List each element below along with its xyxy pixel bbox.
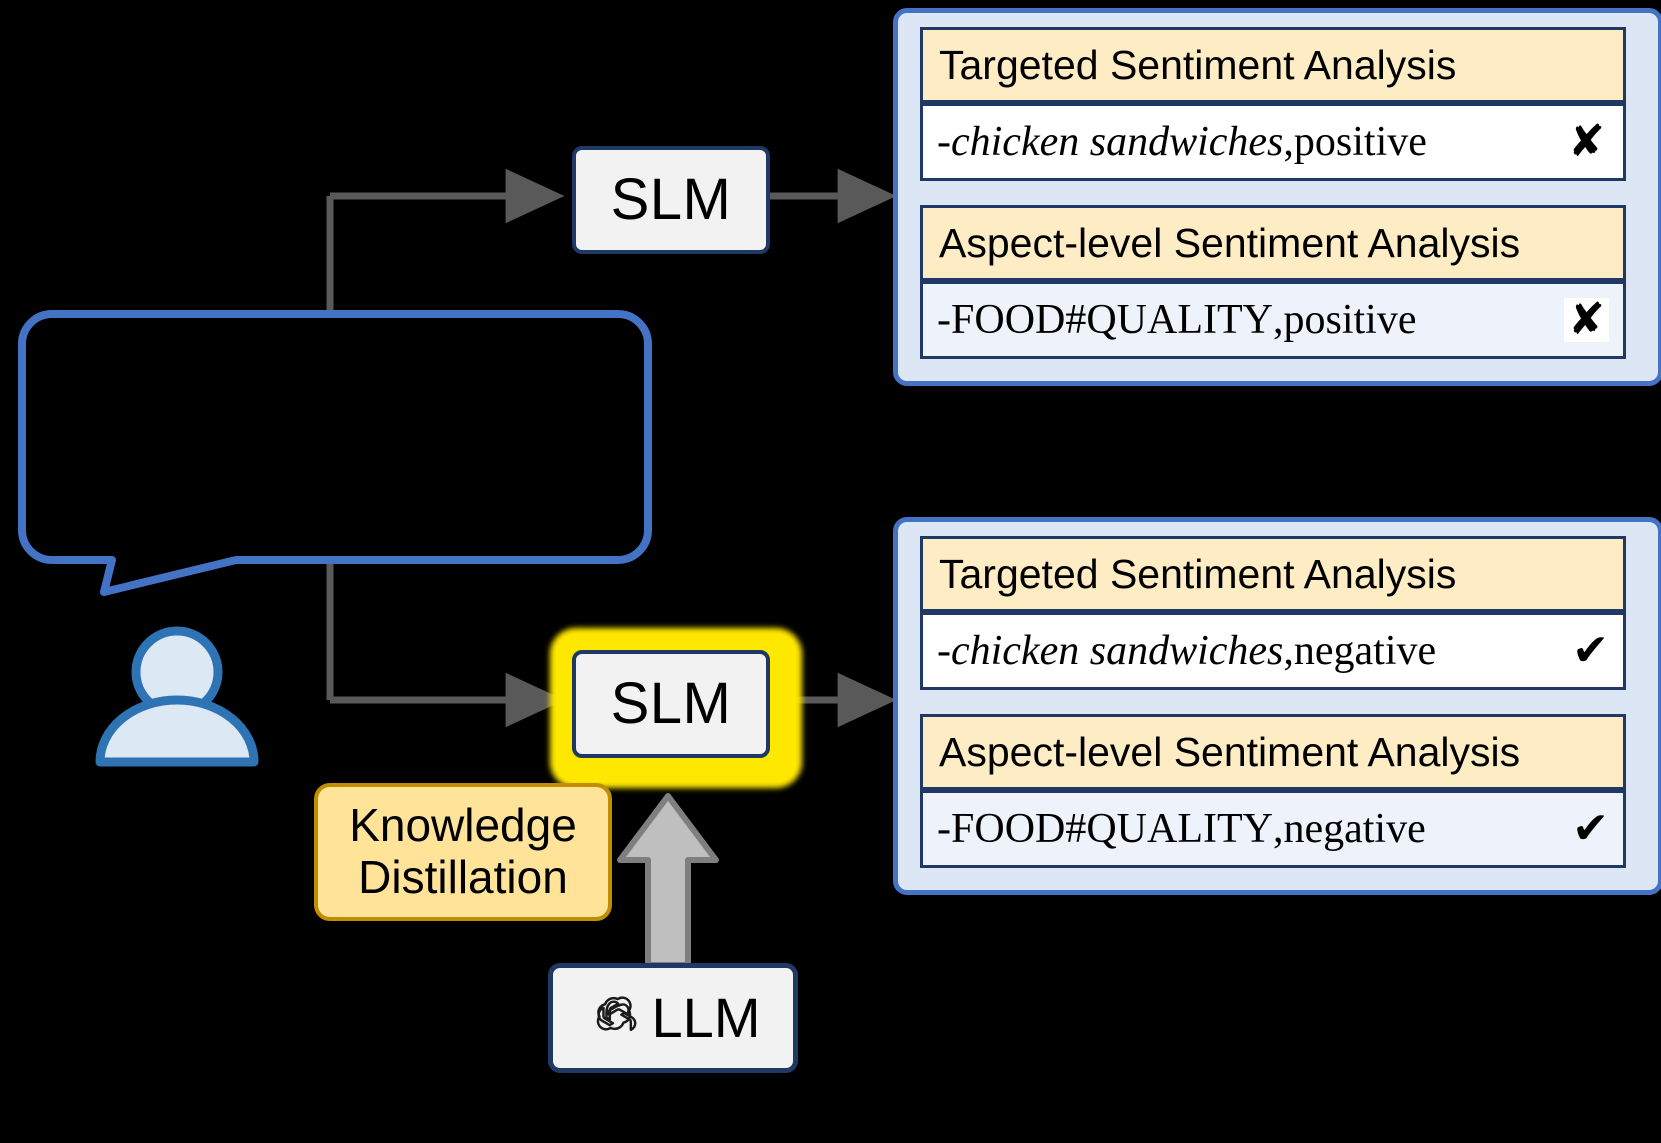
user-avatar bbox=[95, 626, 259, 767]
correct-mark-icon: ✔ bbox=[1572, 625, 1609, 676]
knowledge-distillation-box[interactable]: Knowledge Distillation bbox=[314, 783, 612, 921]
wrong-mark-icon: ✘ bbox=[1564, 120, 1609, 164]
sentiment-value: negative bbox=[1283, 806, 1426, 852]
bullet-prefix: - bbox=[937, 119, 951, 165]
task-header-label: Aspect-level Sentiment Analysis bbox=[939, 728, 1521, 775]
sentiment-value: positive bbox=[1283, 297, 1417, 343]
kd-line-2: Distillation bbox=[358, 851, 568, 903]
distillation-arrow bbox=[617, 793, 719, 968]
sentiment-value: negative bbox=[1293, 628, 1437, 674]
llm-label: LLM bbox=[651, 986, 761, 1049]
wrong-mark-icon: ✘ bbox=[1564, 298, 1609, 342]
correct-mark-icon: ✔ bbox=[1572, 803, 1609, 854]
separator: , bbox=[1272, 297, 1284, 343]
task-header-targeted-bottom: Targeted Sentiment Analysis bbox=[920, 536, 1626, 612]
speech-bubble bbox=[18, 310, 652, 596]
target-term: FOOD#QUALITY bbox=[951, 806, 1273, 852]
slm-label: SLM bbox=[610, 167, 732, 232]
slm-label: SLM bbox=[610, 671, 732, 736]
task-header-targeted-top: Targeted Sentiment Analysis bbox=[920, 27, 1626, 103]
separator: , bbox=[1283, 628, 1294, 674]
target-term: chicken sandwiches bbox=[951, 119, 1284, 165]
bullet-prefix: - bbox=[937, 628, 951, 674]
bullet-prefix: - bbox=[937, 806, 951, 852]
task-result-aspect-top: - FOOD#QUALITY , positive ✘ bbox=[920, 281, 1626, 359]
target-term: FOOD#QUALITY bbox=[951, 297, 1273, 343]
kd-line-1: Knowledge bbox=[349, 799, 577, 852]
task-result-targeted-bottom: - chicken sandwiches , negative ✔ bbox=[920, 612, 1626, 690]
slm-box-baseline[interactable]: SLM bbox=[572, 146, 770, 254]
target-term: chicken sandwiches bbox=[951, 628, 1284, 674]
sentiment-value: positive bbox=[1293, 119, 1427, 165]
separator: , bbox=[1272, 806, 1284, 852]
bullet-prefix: - bbox=[937, 297, 951, 343]
task-header-aspect-top: Aspect-level Sentiment Analysis bbox=[920, 205, 1626, 281]
task-header-label: Aspect-level Sentiment Analysis bbox=[939, 219, 1521, 266]
task-header-label: Targeted Sentiment Analysis bbox=[939, 550, 1457, 597]
task-result-aspect-bottom: - FOOD#QUALITY , negative ✔ bbox=[920, 790, 1626, 868]
separator: , bbox=[1283, 119, 1294, 165]
output-arrows bbox=[768, 168, 897, 728]
task-header-aspect-bottom: Aspect-level Sentiment Analysis bbox=[920, 714, 1626, 790]
slm-box-distilled[interactable]: SLM bbox=[572, 650, 770, 758]
input-routing-arrows bbox=[326, 168, 565, 728]
openai-logo bbox=[596, 996, 636, 1032]
task-header-label: Targeted Sentiment Analysis bbox=[939, 41, 1457, 88]
task-result-targeted-top: - chicken sandwiches , positive ✘ bbox=[920, 103, 1626, 181]
llm-box[interactable]: LLM bbox=[548, 963, 798, 1073]
